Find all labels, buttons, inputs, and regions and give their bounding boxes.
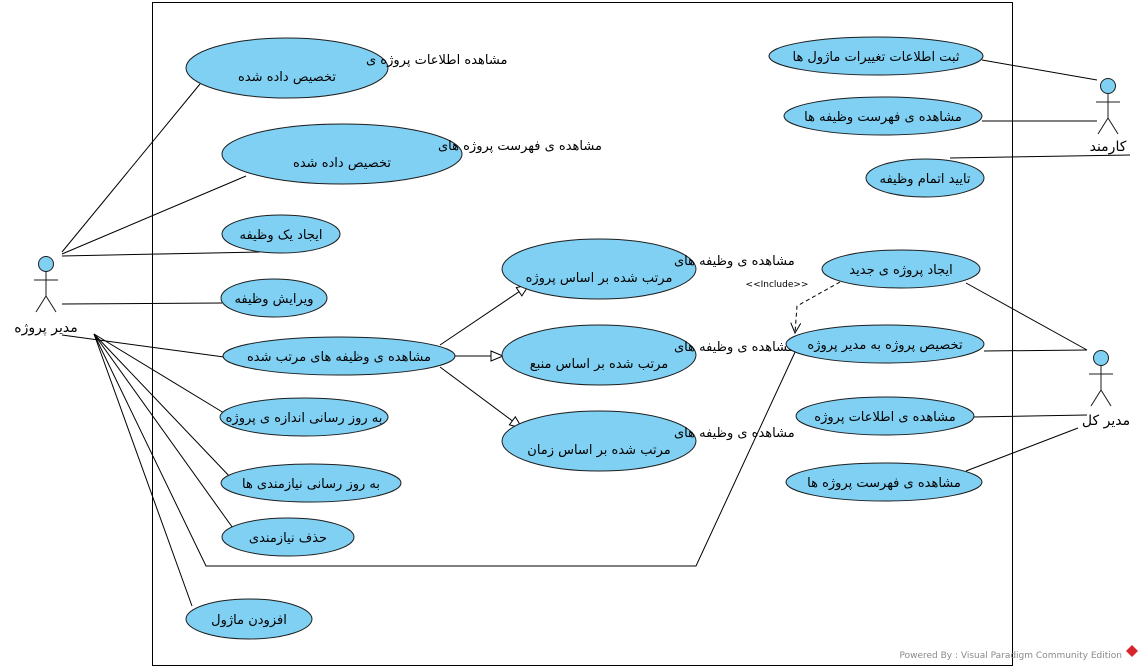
use-case-create-new-project[interactable]: ایجاد پروژه ی جدید [821, 249, 981, 289]
use-case-label: مشاهده ی وظیفه های مرتب شده [247, 350, 431, 365]
actor-head [1093, 350, 1109, 366]
use-case-label: تخصیص پروژه به مدیر پروژه [807, 338, 963, 353]
actor-label: مدیر کل [1082, 413, 1130, 429]
use-case-label: مشاهده ی اطلاعات پروژه [814, 410, 955, 425]
include-dependency: <<Include>> [746, 280, 841, 333]
associations-employee [949, 59, 1131, 159]
use-case-label-line-2: تخصیص داده شده [238, 70, 336, 85]
use-case-label-line-1: مشاهده اطلاعات پروژه ی [366, 53, 507, 68]
use-case-update-project-size[interactable]: به روز رسانی اندازه ی پروژه [219, 397, 389, 437]
include-label: <<Include>> [746, 280, 809, 290]
associations-project-manager [61, 83, 797, 607]
use-case-view-project-info[interactable]: مشاهده ی اطلاعات پروژه [795, 396, 975, 436]
use-case-label-line-2: تخصیص داده شده [293, 156, 391, 171]
use-case-label: افزودن ماژول [211, 613, 287, 628]
visual-paradigm-logo-icon [1126, 645, 1138, 657]
actor-general-manager[interactable]: مدیر کل [1082, 350, 1130, 430]
use-case-label-line-2: مرتب شده بر اساس زمان [527, 443, 670, 458]
use-case-label-line-1: مشاهده ی وظیفه های [674, 426, 795, 441]
use-case-view-assigned-project-info[interactable]: مشاهده اطلاعات پروژه ی تخصیص داده شده [185, 37, 507, 99]
use-case-label: به روز رسانی اندازه ی پروژه [226, 411, 383, 426]
use-case-label: ایجاد پروژه ی جدید [849, 263, 952, 278]
use-case-label-line-1: مشاهده ی وظیفه های [674, 254, 795, 269]
use-case-view-projects-list[interactable]: مشاهده ی فهرست پروژه ها [785, 462, 983, 502]
use-case-label: به روز رسانی نیازمندی ها [242, 477, 380, 492]
use-case-label: ثبت اطلاعات تغییرات ماژول ها [792, 50, 959, 65]
use-case-view-task-list[interactable]: مشاهده ی فهرست وظیفه ها [783, 96, 983, 136]
use-case-edit-task[interactable]: ویرایش وظیفه [220, 278, 328, 318]
use-case-label: مشاهده ی فهرست پروژه ها [807, 476, 961, 491]
use-case-delete-requirement[interactable]: حذف نیازمندی [221, 517, 355, 557]
use-case-assign-project-to-manager[interactable]: تخصیص پروژه به مدیر پروژه [785, 324, 985, 364]
actor-head [38, 256, 54, 272]
use-case-add-module[interactable]: افزودن ماژول [185, 598, 313, 640]
actor-project-manager[interactable]: مدیر پروژه [14, 256, 78, 337]
use-case-confirm-task-completion[interactable]: تایید اتمام وظیفه [865, 158, 985, 198]
use-case-label: ویرایش وظیفه [234, 292, 313, 307]
generalizations [439, 285, 529, 428]
use-case-label-line-1: مشاهده ی وظیفه های [674, 340, 795, 355]
use-case-label: تایید اتمام وظیفه [879, 172, 970, 187]
powered-by-footer: Powered By : Visual Paradigm Community E… [899, 651, 1122, 661]
actor-label: مدیر پروژه [14, 320, 77, 336]
actor-employee[interactable]: کارمند [1090, 78, 1127, 156]
use-case-label-line-2: مرتب شده بر اساس پروژه [526, 271, 673, 286]
use-case-label: مشاهده ی فهرست وظیفه ها [804, 110, 962, 125]
use-case-update-requirements[interactable]: به روز رسانی نیازمندی ها [220, 463, 402, 503]
use-case-tasks-by-time[interactable]: مشاهده ی وظیفه های مرتب شده بر اساس زمان [501, 410, 795, 472]
use-case-label: حذف نیازمندی [249, 531, 327, 546]
use-case-label: ایجاد یک وظیفه [240, 228, 323, 243]
use-case-label-line-2: مرتب شده بر اساس منبع [530, 357, 668, 372]
actor-head [1100, 78, 1116, 94]
use-case-tasks-by-project[interactable]: مشاهده ی وظیفه های مرتب شده بر اساس پروژ… [501, 238, 795, 300]
use-case-tasks-by-resource[interactable]: مشاهده ی وظیفه های مرتب شده بر اساس منبع [501, 324, 795, 386]
use-case-create-task[interactable]: ایجاد یک وظیفه [221, 214, 341, 254]
use-case-log-module-changes[interactable]: ثبت اطلاعات تغییرات ماژول ها [768, 36, 984, 76]
use-case-view-sorted-tasks[interactable]: مشاهده ی وظیفه های مرتب شده [222, 336, 456, 376]
use-case-view-assigned-projects-list[interactable]: مشاهده ی فهرست پروژه های تخصیص داده شده [221, 123, 602, 185]
use-case-label-line-1: مشاهده ی فهرست پروژه های [438, 139, 602, 154]
actor-label: کارمند [1090, 139, 1127, 155]
associations-general-manager [965, 282, 1088, 472]
